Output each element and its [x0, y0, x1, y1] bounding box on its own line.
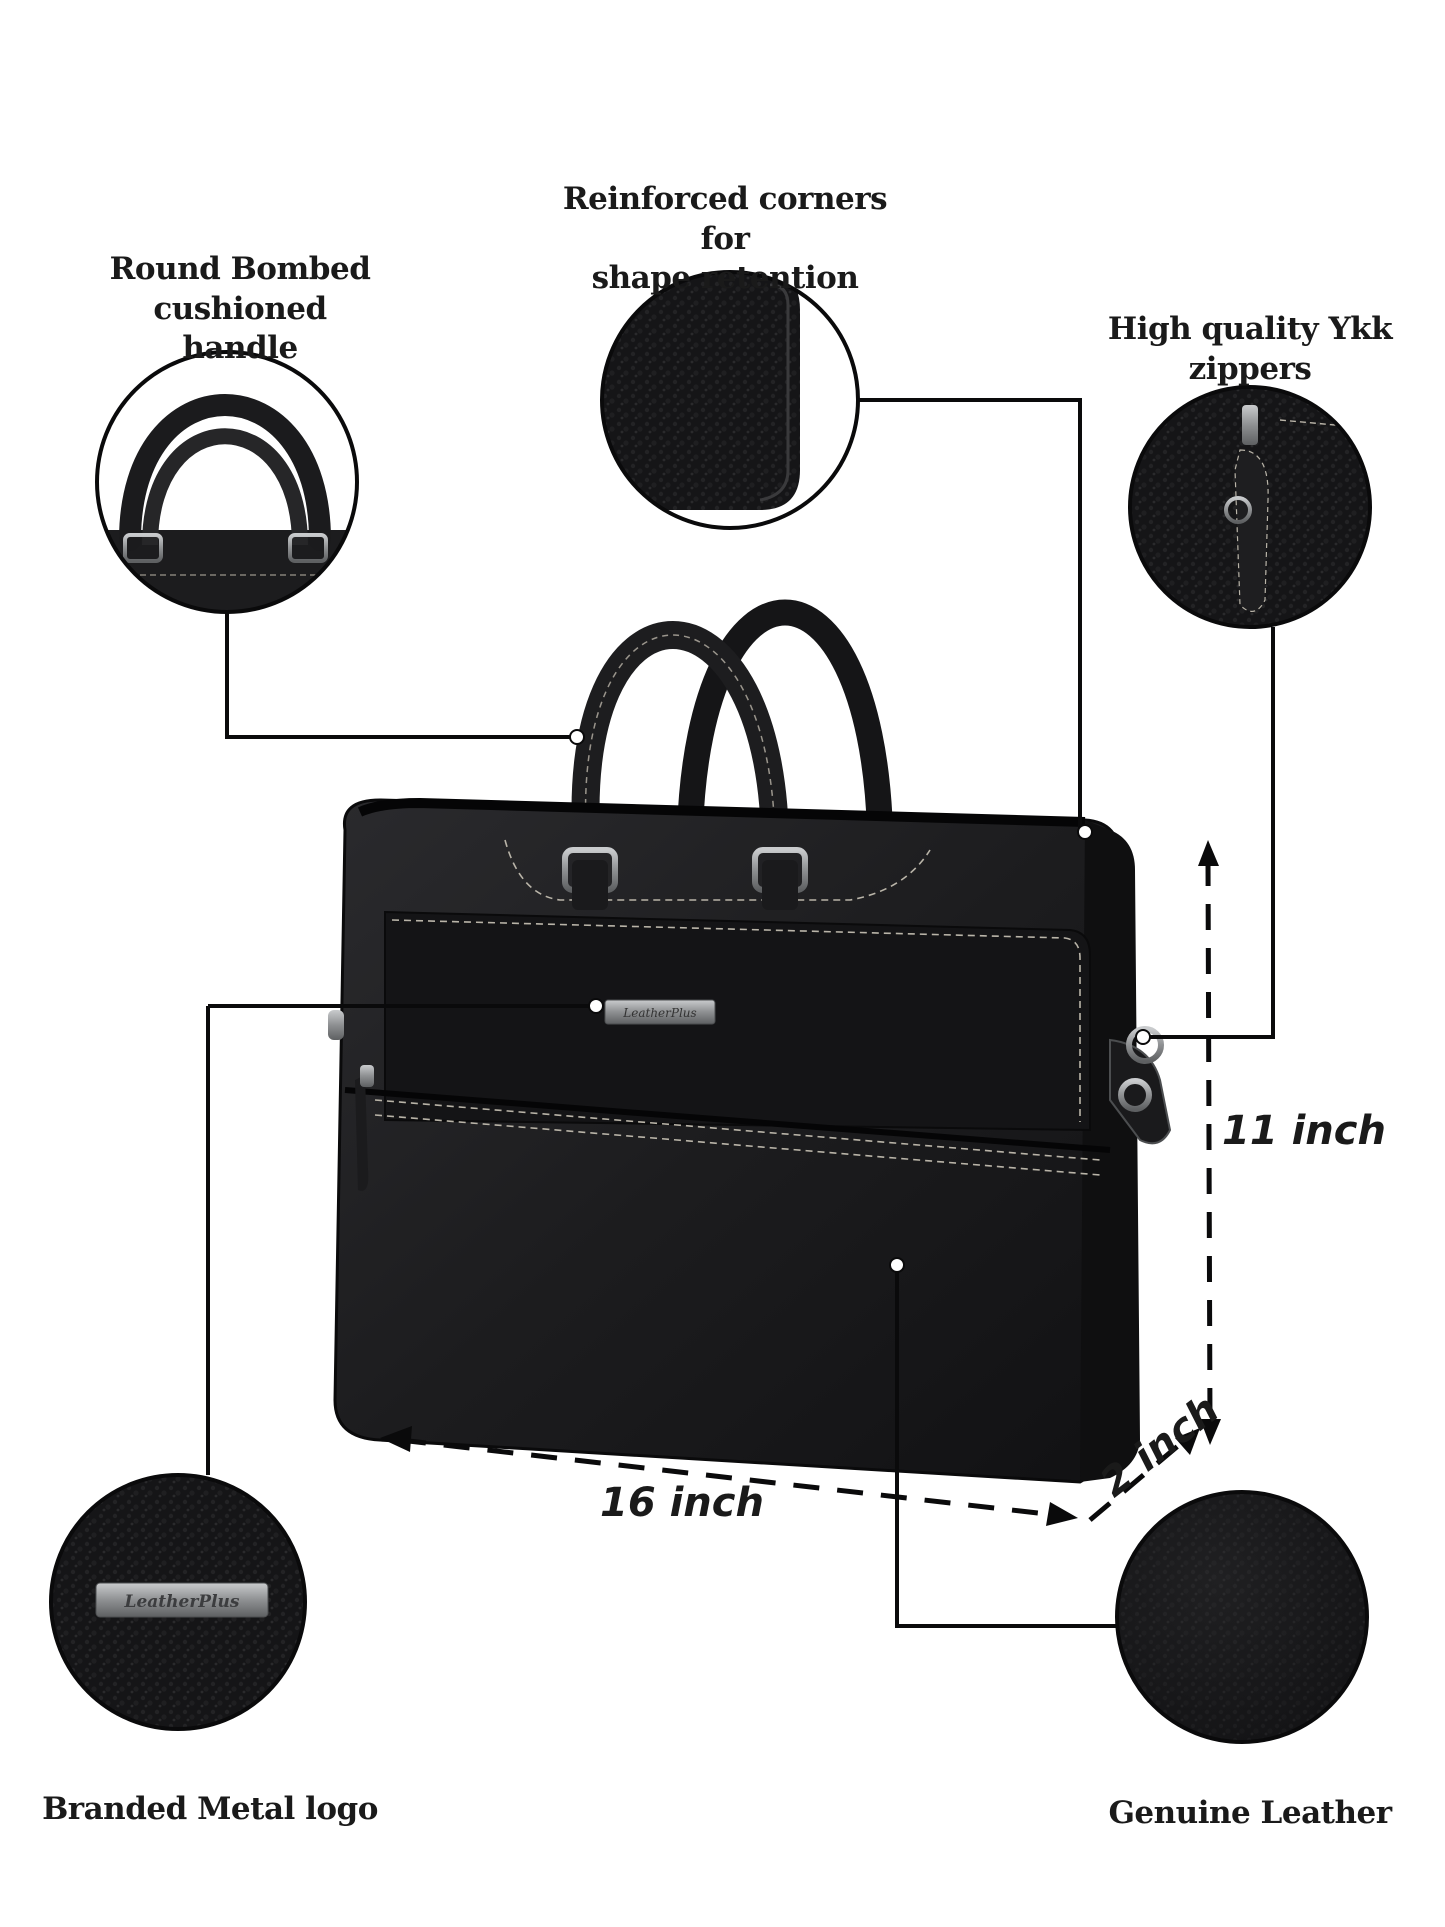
logo-detail-circle: LeatherPlus: [49, 1473, 307, 1731]
logo-plate-text: LeatherPlus: [124, 1592, 240, 1612]
handle-detail-circle: [95, 350, 359, 614]
callout-logo-label: Branded Metal logo: [42, 1791, 378, 1827]
arrow-heads: [380, 840, 1221, 1526]
corners-detail-circle: [600, 270, 860, 530]
dimension-height-label: 11 inch: [1222, 1108, 1386, 1154]
callout-zippers-label: High quality Ykk zippers: [1107, 311, 1393, 387]
callout-leather-label: Genuine Leather: [1108, 1795, 1392, 1831]
callout-lines: [206, 398, 1275, 1628]
leather-detail-circle: [1115, 1490, 1369, 1744]
callout-corners-label: Reinforced corners for shape retention: [562, 181, 888, 297]
callout-dots: [569, 729, 1151, 1273]
dimension-arrows: [399, 859, 1213, 1522]
briefcase-illustration: LeatherPlus: [328, 599, 1172, 1484]
dimension-width-label: 16 inch: [600, 1480, 764, 1526]
zipper-detail-circle: [1128, 385, 1372, 629]
callout-handle-label: Round Bombed cushioned handle: [109, 251, 371, 367]
bag-logo-text: LeatherPlus: [622, 1006, 696, 1020]
